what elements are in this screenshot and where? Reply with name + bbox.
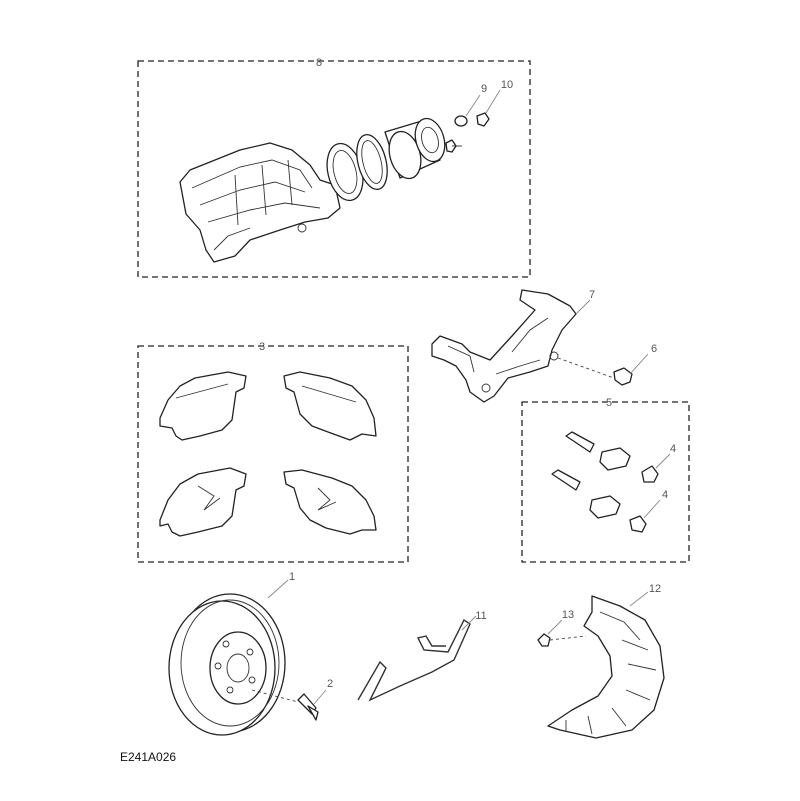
rubber-cap-upper: 4: [641, 443, 676, 483]
group-8-caliper-kit: 8: [137, 57, 531, 278]
callout-9: 9: [481, 83, 487, 95]
guide-bolt-small: [476, 89, 501, 127]
guide-bush-lower: [589, 495, 621, 519]
bleed-cap: [454, 94, 481, 127]
guide-bush-upper: [599, 447, 631, 471]
callout-12: 12: [649, 583, 661, 595]
callout-1: 1: [289, 571, 295, 583]
guide-pin-upper: [565, 431, 595, 453]
callout-2: 2: [327, 678, 333, 690]
callout-4-upper: 4: [670, 443, 676, 455]
group-5-guide-pins: 5 4 4: [521, 397, 690, 563]
callout-7: 7: [589, 289, 595, 301]
brake-pad-top-left: [159, 371, 247, 441]
group-3-frame: [137, 345, 409, 563]
guide-pin-lower: [551, 469, 581, 491]
pad-retaining-spring: 11: [357, 610, 487, 702]
callout-11: 11: [475, 610, 486, 622]
brake-disc: 1: [168, 571, 295, 736]
caliper-body: [179, 142, 341, 263]
figure-id: E241A026: [120, 750, 176, 764]
callout-3: 3: [259, 341, 265, 353]
carrier-bolt: 6: [557, 343, 657, 386]
piston: [384, 117, 446, 180]
callout-10: 10: [501, 79, 513, 91]
brake-pad-top-right: [283, 371, 377, 441]
disc-retaining-screw: 2: [251, 678, 333, 721]
callout-8: 8: [316, 57, 322, 69]
brake-pad-bottom-right: [283, 469, 377, 535]
callout-5: 5: [606, 397, 612, 409]
shield-bolt: 13: [537, 609, 587, 647]
brake-pad-bottom-left: [159, 467, 247, 537]
callout-13: 13: [562, 609, 574, 621]
group-8-frame: [137, 60, 531, 278]
splash-shield: 12: [547, 583, 665, 739]
callout-6: 6: [651, 343, 657, 355]
dust-boot: [356, 133, 388, 191]
bleed-screw: [445, 139, 462, 153]
group-5-frame: [521, 401, 690, 563]
rubber-cap-lower: 4: [629, 489, 668, 533]
caliper-carrier: 7: [431, 289, 595, 403]
group-3-brake-pads: 3: [137, 341, 409, 563]
callout-4-lower: 4: [662, 489, 668, 501]
